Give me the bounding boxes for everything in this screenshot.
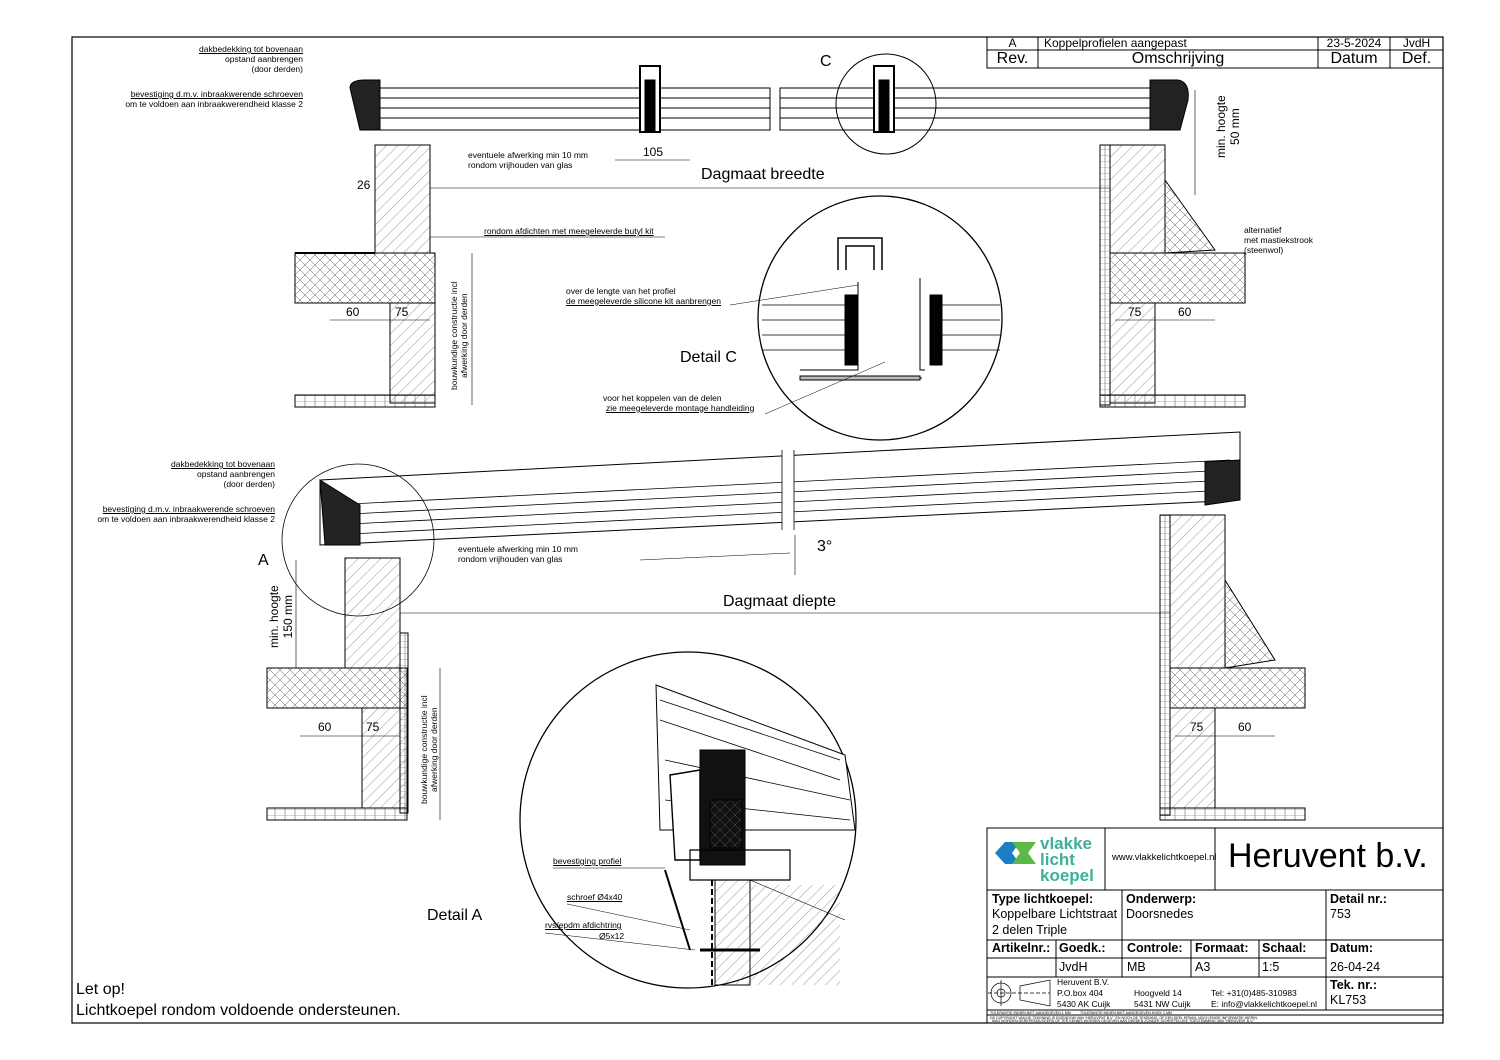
rev-description: Koppelprofielen aangepast [1044,36,1187,50]
sheet-frame [71,36,1444,1024]
warning-text: Lichtkoepel rondom voldoende ondersteune… [76,1002,401,1019]
by-header: Def. [1401,50,1432,67]
label-fixing-profile: bevestiging profiel [553,856,622,866]
copyright-line-2: MAG WORDEN GEREPRODUCEERD OF TER KENNIS … [992,1019,1255,1023]
detail-nr-label: Detail nr.: [1330,892,1387,906]
bottom-section-drawing [266,431,1306,821]
approved-label: Goedk.: [1059,941,1106,955]
scale-label: Schaal: [1262,941,1307,955]
logo-mark-icon [995,842,1036,864]
span-width-label: Dagmaat breedte [701,166,825,183]
approved-value: JvdH [1059,960,1088,974]
dim-105: 105 [643,145,664,159]
dim-75-right-bottom: 75 [1190,720,1204,734]
label-sealing-ring: rvs/epdm afdichtring [545,920,622,930]
dim-75-left-bottom: 75 [366,720,380,734]
check-value: MB [1127,960,1146,974]
dim-75-right-top: 75 [1128,305,1142,319]
dim-26: 26 [357,178,371,192]
rev-date: 23-5-2024 [1326,36,1382,50]
detail-a-drawing [519,651,857,989]
date-value: 26-04-24 [1330,960,1381,974]
format-label: Formaat: [1195,941,1249,955]
dim-60-left-bottom: 60 [318,720,332,734]
description-header: Omschrijving [1131,50,1225,67]
tolerance-note: TOLERANTIE INDIEN NIET AANGEGEVEN 1 MM [990,1010,1071,1015]
top-section-drawing [294,53,1246,408]
rev-header: Rev. [996,50,1029,67]
dim-60-left-top: 60 [346,305,360,319]
detail-nr-value: 753 [1330,907,1351,921]
dim-75-left-top: 75 [395,305,409,319]
format-value: A3 [1195,960,1211,974]
dim-60-right-top: 60 [1178,305,1192,319]
copyright-line-1: DE COPYRIGHT VAN DE TEKENING IS EIGENDOM… [990,1015,1258,1020]
note-fixing-bottom: bevestiging d.m.v. inbraakwerende schroe… [97,504,275,524]
tolerance-angle-note: TOLERANTIE INDIEN NIET AANGEGEVEN HOEK 1… [1080,1010,1172,1015]
detail-c-marker: C [820,53,832,70]
date-label: Datum: [1330,941,1374,955]
type-label: Type lichtkoepel: [992,892,1094,906]
note-fixing-top: bevestiging d.m.v. inbraakwerende schroe… [125,89,303,109]
warning-title: Let op! [76,981,125,998]
website-link[interactable]: www.vlakkelichtkoepel.nl [1112,852,1217,863]
subject-value: Doorsnedes [1126,907,1194,921]
check-label: Controle: [1127,941,1183,955]
title-block-lines [986,827,1444,1024]
subject-label: Onderwerp: [1126,892,1197,906]
revision-block-lines [986,36,1444,69]
label-screw: schroef Ø4x40 [567,892,623,902]
drawing-nr-value: KL753 [1330,993,1367,1007]
detail-c-title: Detail C [680,349,737,366]
projection-symbol-icon [988,979,1051,1007]
span-depth-label: Dagmaat diepte [723,593,836,610]
label-sealing-size: Ø5x12 [599,931,625,941]
note-butyl: rondom afdichten met meegeleverde butyl … [484,226,654,236]
detail-a-title: Detail A [427,907,483,924]
drawing-nr-label: Tek. nr.: [1330,978,1378,992]
rev-value: A [1008,36,1017,50]
detail-a-marker: A [258,552,269,569]
rev-by: JvdH [1402,36,1431,50]
scale-value: 1:5 [1262,960,1280,974]
dim-60-right-bottom: 60 [1238,720,1252,734]
company-name: Heruvent b.v. [1228,837,1428,875]
slope-angle: 3° [817,538,833,555]
detail-c-drawing [729,195,1003,441]
date-header: Datum [1330,50,1378,67]
article-label: Artikelnr.: [992,941,1051,955]
